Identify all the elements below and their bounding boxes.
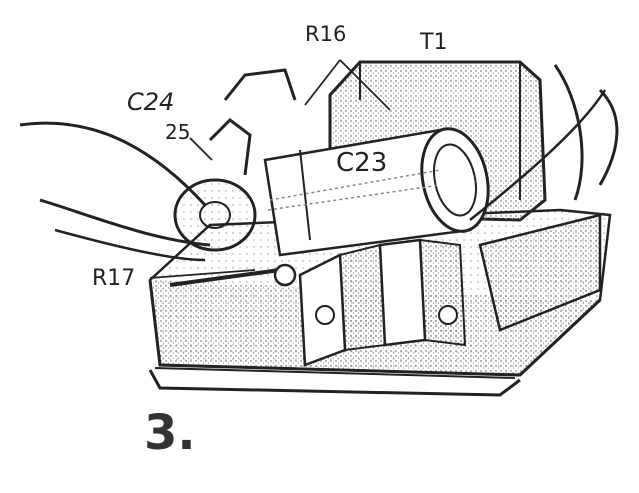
wires [19,64,619,262]
label-r16: R16 [305,22,347,46]
label-c24-pin: 25 [165,120,191,144]
label-r17: R17 [92,266,136,291]
callout-leaders [149,59,391,279]
label-c23: C23 [336,148,388,178]
label-t1: T1 [420,30,448,55]
switch-wafers [298,238,467,367]
resistor-r17 [169,263,297,287]
terminal-strip [478,213,602,332]
label-c24: C24 [127,88,175,116]
capacitor-c23 [263,127,490,257]
figure-number: 3. [144,405,196,461]
capacitor-c24 [173,118,257,252]
